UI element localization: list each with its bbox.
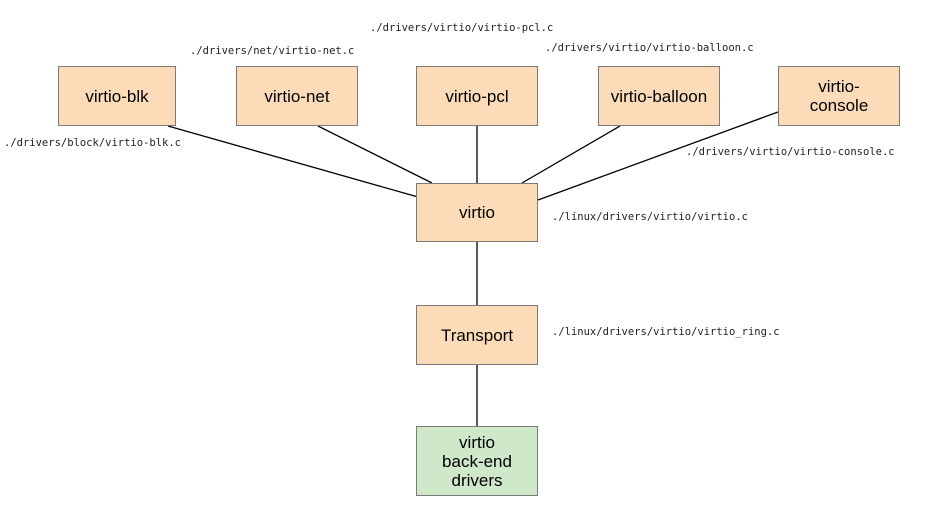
virtio-balloon-label: virtio-balloon	[610, 86, 708, 106]
edge-console-virtio	[537, 111, 779, 201]
virtio-blk-box: virtio-blk	[58, 66, 176, 126]
transport-label: Transport	[440, 325, 514, 345]
backend-drivers-box: virtio back-end drivers	[416, 426, 538, 496]
edge-blk-virtio	[167, 125, 419, 198]
virtio-core-box: virtio	[416, 183, 538, 242]
virtio-net-label: virtio-net	[264, 86, 330, 106]
virtio-core-label: virtio	[459, 203, 495, 222]
virtio-pci-path: ./drivers/virtio/virtio-pcl.c	[370, 22, 554, 34]
virtio-console-label: virtio- console	[809, 77, 869, 115]
virtio-pci-box: virtio-pcl	[416, 66, 538, 126]
virtio-net-path: ./drivers/net/virtio-net.c	[190, 45, 355, 57]
transport-path: ./linux/drivers/virtio/virtio_ring.c	[552, 326, 780, 338]
backend-drivers-label: virtio back-end drivers	[442, 432, 512, 490]
virtio-core-path: ./linux/drivers/virtio/virtio.c	[552, 211, 748, 223]
virtio-net-box: virtio-net	[236, 66, 358, 126]
edge-balloon-virtio	[521, 125, 621, 184]
virtio-blk-path: ./drivers/block/virtio-blk.c	[4, 137, 182, 149]
virtio-pci-label: virtio-pcl	[445, 86, 509, 106]
edge-net-virtio	[317, 125, 433, 184]
virtio-blk-label: virtio-blk	[85, 86, 149, 106]
virtio-balloon-box: virtio-balloon	[598, 66, 720, 126]
virtio-console-box: virtio- console	[778, 66, 900, 126]
virtio-console-path: ./drivers/virtio/virtio-console.c	[686, 146, 895, 158]
virtio-balloon-path: ./drivers/virtio/virtio-balloon.c	[545, 42, 754, 54]
transport-box: Transport	[416, 305, 538, 365]
